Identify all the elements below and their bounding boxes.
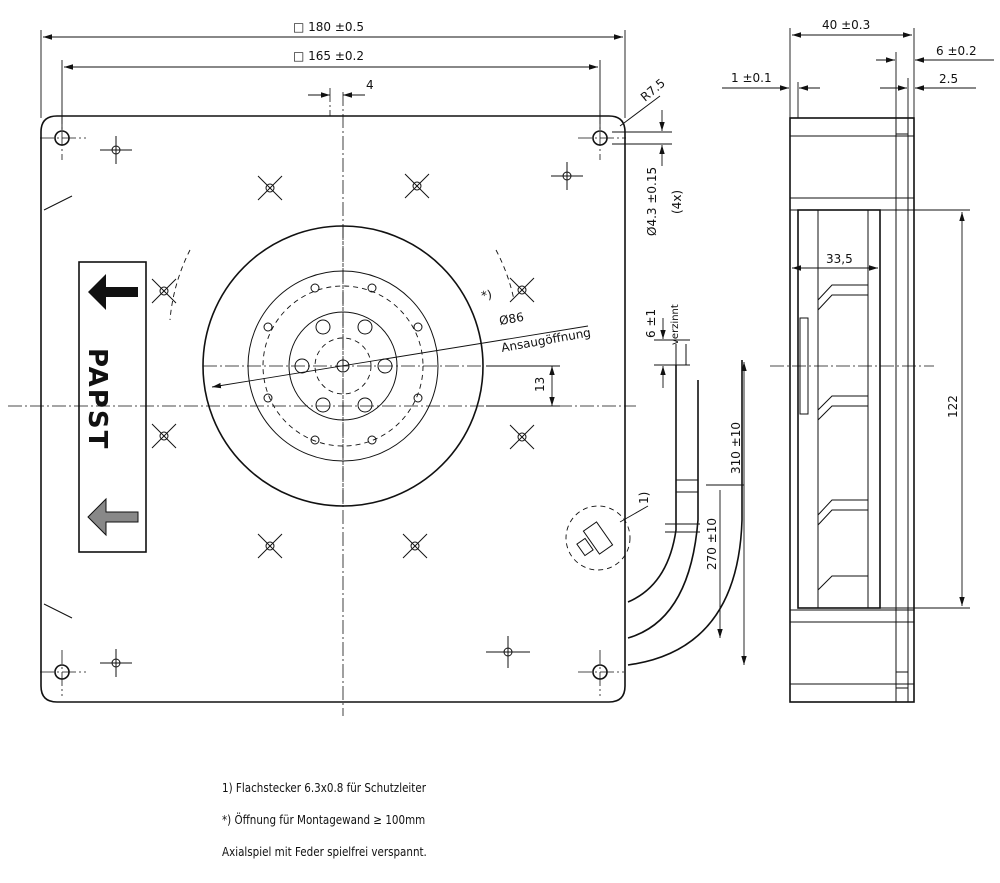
note-axial-play: Axialspiel mit Feder spielfrei verspannt… [222,844,427,859]
dim-gap-1: 1 ±0.1 [731,71,772,85]
dim-offset-4: 4 [366,78,374,92]
dim-gap-2-5: 2.5 [939,72,958,86]
cable-leads: 6 ±1 verzinnt 310 ±10 270 ±10 [627,304,747,666]
dim-depth-40: 40 ±0.3 [822,18,870,32]
ref-flat-plug: 1) [637,492,651,504]
dim-lead-310: 310 ±10 [729,422,743,474]
side-housing [789,117,915,703]
dim-hole-square: □ 165 ±0.2 [293,49,364,63]
dim-hub-33-5: 33,5 [826,252,853,266]
dim-tinned-length: 6 ±1 [644,309,658,338]
brand-label: PAPST [82,348,112,450]
mounting-holes [40,130,624,696]
mounting-hole [592,130,608,146]
dim-offset-13: 13 [533,377,547,392]
dim-inlet-label: Ansaugöffnung [500,325,592,355]
dim-hole-count: (4x) [670,190,684,214]
side-view: 40 ±0.3 6 ±0.2 2.5 1 ±0.1 33,5 122 [722,18,994,703]
front-view: □ 180 ±0.5 □ 165 ±0.2 4 R7.5 Ø4.3 ±0.15 … [8,20,747,716]
housing-chamfer [43,603,73,619]
dim-corner-radius: R7.5 [638,76,668,104]
arrow-left-icon [87,497,139,537]
dim-tinned-label: verzinnt [670,304,681,345]
drawing-notes: 1) Flachstecker 6.3x0.8 für Schutzleiter… [222,772,582,868]
arrow-left-icon [88,274,138,310]
screw-markers [100,136,583,677]
dim-inlet-diameter: Ø86 [498,310,525,328]
dim-flange-6: 6 ±0.2 [936,44,977,58]
dim-height-122: 122 [946,395,960,418]
dim-outer-square: □ 180 ±0.5 [293,20,364,34]
housing-outline [40,115,626,703]
dim-hole-diameter: Ø4.3 ±0.15 [645,167,659,236]
flat-plug-detail: 1) [565,492,651,571]
brand-label-plate: PAPST [78,261,147,553]
note-flat-plug: 1) Flachstecker 6.3x0.8 für Schutzleiter [222,780,426,795]
housing-chamfer [43,195,73,211]
note-mounting-opening: *) Öffnung für Montagewand ≥ 100mm [222,812,426,827]
mounting-hole [54,130,70,146]
dim-inlet-star: *) [480,287,493,303]
dim-lead-270: 270 ±10 [705,518,719,570]
